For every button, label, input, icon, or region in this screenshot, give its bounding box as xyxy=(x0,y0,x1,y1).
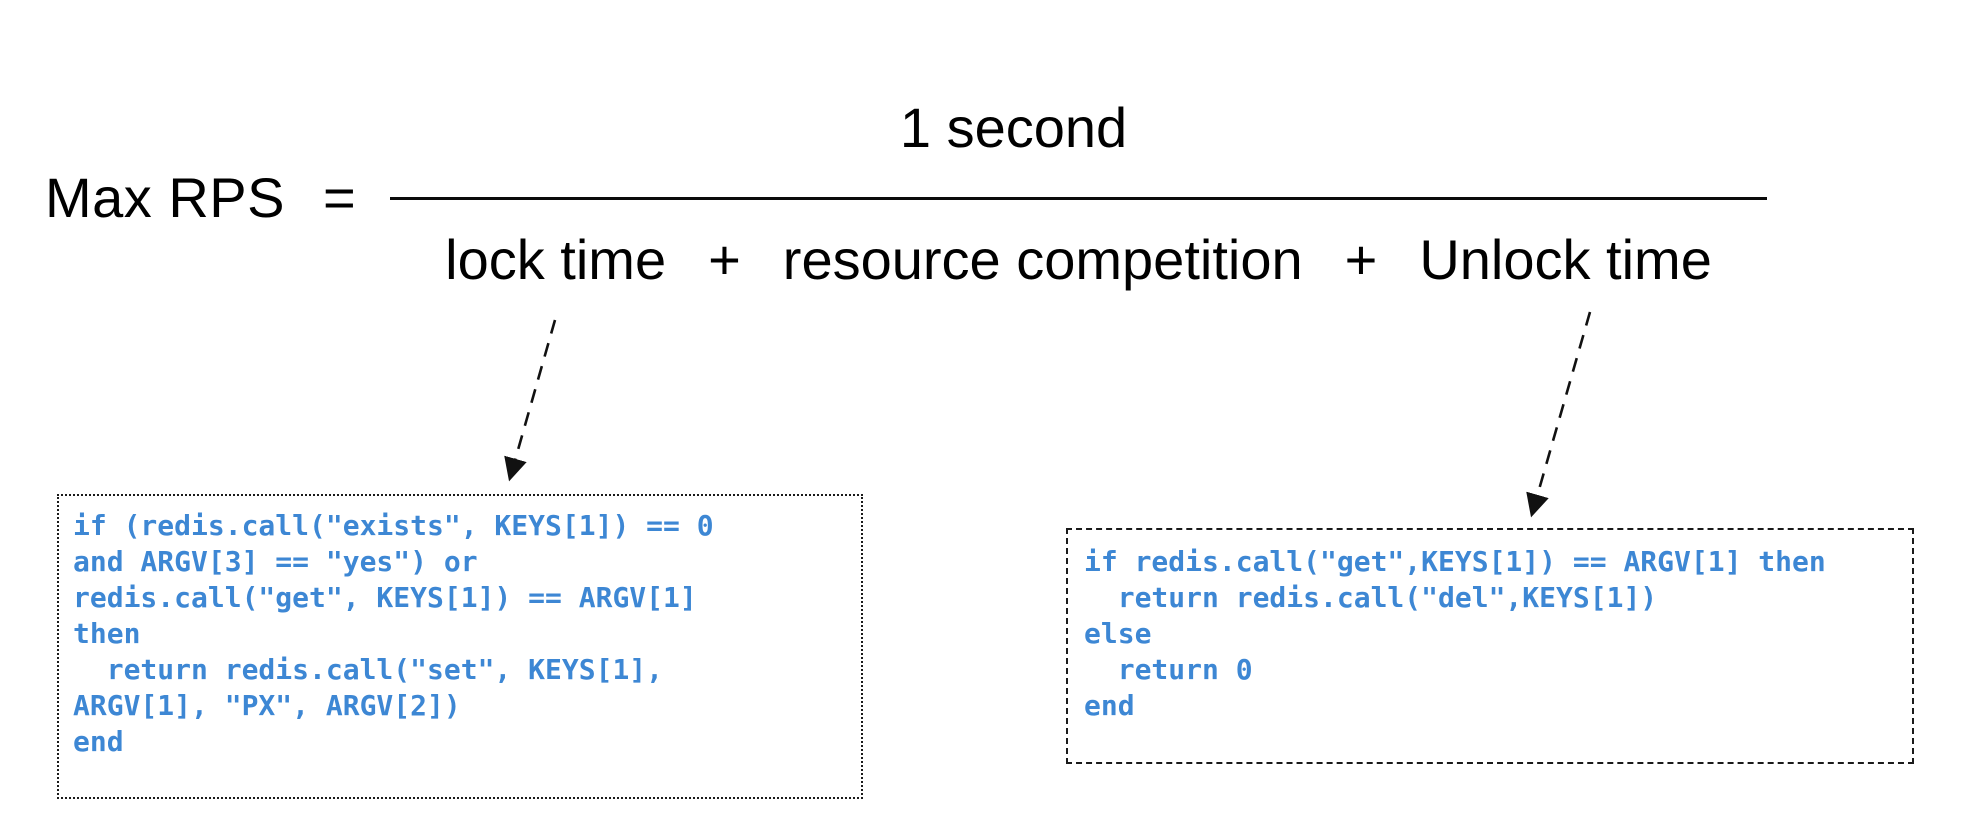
unlock-script-box: if redis.call("get",KEYS[1]) == ARGV[1] … xyxy=(1066,528,1914,764)
code-line: redis.call("get", KEYS[1]) == ARGV[1] xyxy=(73,581,697,614)
fraction-numerator: 1 second xyxy=(899,96,1128,159)
equals-sign: = xyxy=(323,166,357,229)
code-line: if (redis.call("exists", KEYS[1]) == 0 xyxy=(73,509,714,542)
lock-time-arrow xyxy=(504,319,557,482)
code-line: then xyxy=(73,617,141,650)
lock-script-box: if (redis.call("exists", KEYS[1]) == 0 a… xyxy=(57,494,863,799)
code-line: return redis.call("set", KEYS[1], xyxy=(73,653,664,686)
plus-operator: + xyxy=(708,228,741,291)
denominator-term-unlock-time: Unlock time xyxy=(1419,228,1712,291)
unlock-time-arrow xyxy=(1526,311,1592,518)
plus-operator: + xyxy=(1344,228,1378,291)
formula-lhs-label: Max RPS xyxy=(45,166,285,229)
code-line: ARGV[1], "PX", ARGV[2]) xyxy=(73,689,461,722)
formula-lhs: Max RPS = xyxy=(45,170,356,226)
code-line: if redis.call("get",KEYS[1]) == ARGV[1] … xyxy=(1084,545,1826,578)
fraction-bar xyxy=(390,197,1767,200)
code-line: and ARGV[3] == "yes") or xyxy=(73,545,478,578)
code-line: return 0 xyxy=(1084,653,1253,686)
denominator-term-resource-competition: resource competition xyxy=(782,228,1303,291)
code-line: end xyxy=(1084,689,1135,722)
code-line: return redis.call("del",KEYS[1]) xyxy=(1084,581,1658,614)
fraction: 1 second lock time + resource competitio… xyxy=(390,100,1767,288)
denominator-term-lock-time: lock time xyxy=(445,228,667,291)
fraction-denominator: lock time + resource competition + Unloc… xyxy=(390,232,1767,288)
code-line: else xyxy=(1084,617,1152,650)
code-line: end xyxy=(73,725,124,758)
